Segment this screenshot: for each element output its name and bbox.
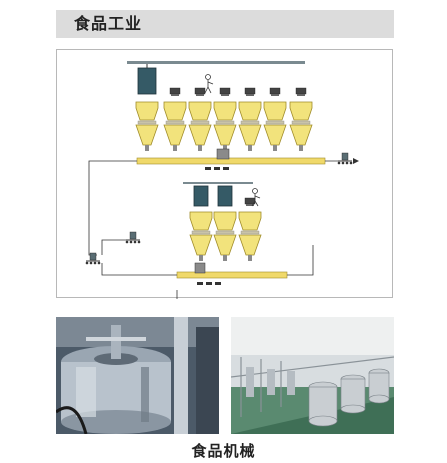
- lower-conveyor: [176, 271, 288, 279]
- crane-tank: [137, 67, 157, 95]
- upper-hopper-row: [135, 87, 313, 152]
- lower-hatch-marks: [197, 282, 221, 285]
- upper-hatch-marks: [205, 167, 229, 170]
- photo-factory-floor: [231, 317, 394, 434]
- top-rail: [127, 61, 305, 64]
- process-diagram: [56, 49, 393, 299]
- header-band: [56, 10, 394, 38]
- worker-icon: [204, 74, 214, 94]
- upper-conveyor: [136, 157, 326, 165]
- lower-tank-1: [193, 185, 209, 207]
- caption: 食品机械: [191, 442, 256, 460]
- lower-tank-2: [217, 185, 233, 207]
- worker-icon-lower: [251, 188, 261, 207]
- lower-hopper-row: [189, 197, 262, 262]
- process-flow-svg: [85, 61, 359, 299]
- page-title: 食品工业: [74, 14, 143, 33]
- photo-steel-tank: [56, 317, 219, 434]
